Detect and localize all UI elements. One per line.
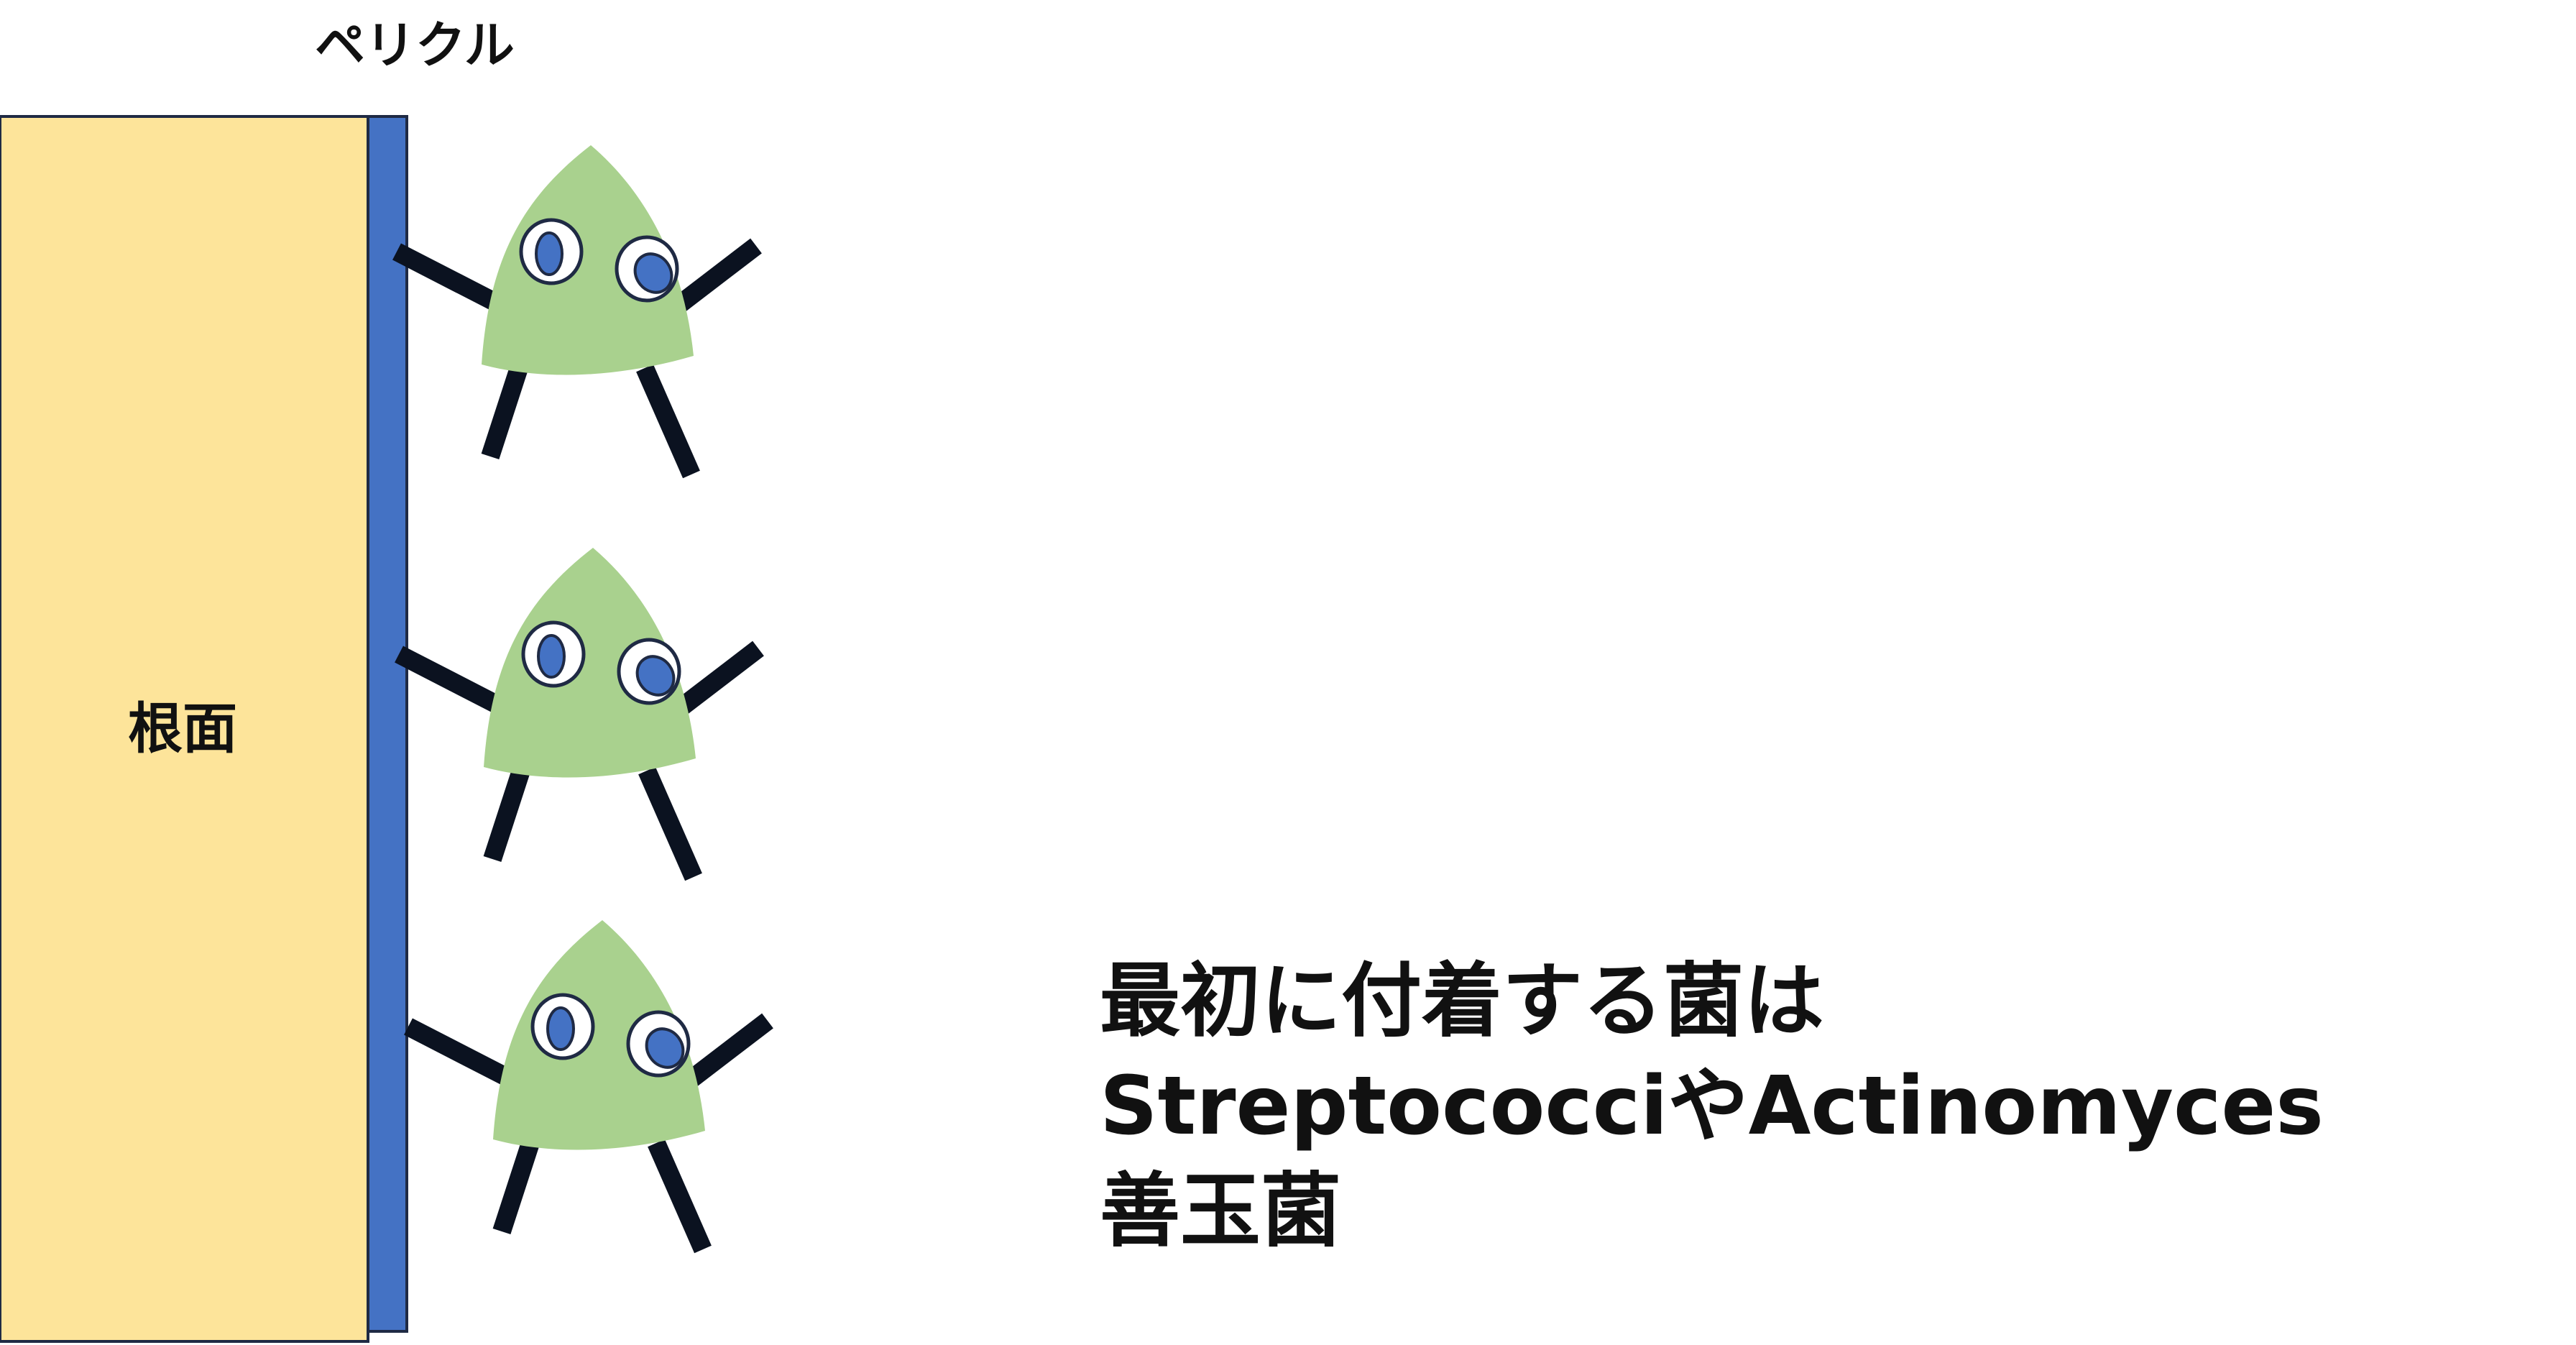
caption-line-2: StreptococciやActinomyces	[1100, 1060, 2324, 1153]
caption-line-1: 最初に付着する菌は	[1100, 955, 1824, 1048]
caption-block: 最初に付着する菌は StreptococciやActinomyces 善玉菌	[1100, 949, 2324, 1264]
bacterium-icon	[399, 548, 758, 877]
root-surface	[0, 115, 369, 1343]
root-surface-label: 根面	[128, 697, 237, 761]
bacterium-icon	[408, 920, 768, 1249]
pellicle-label: ペリクル	[315, 16, 515, 75]
caption-line-3: 善玉菌	[1100, 1165, 1341, 1258]
bacterium-icon	[397, 145, 756, 474]
pellicle-layer	[367, 115, 408, 1333]
